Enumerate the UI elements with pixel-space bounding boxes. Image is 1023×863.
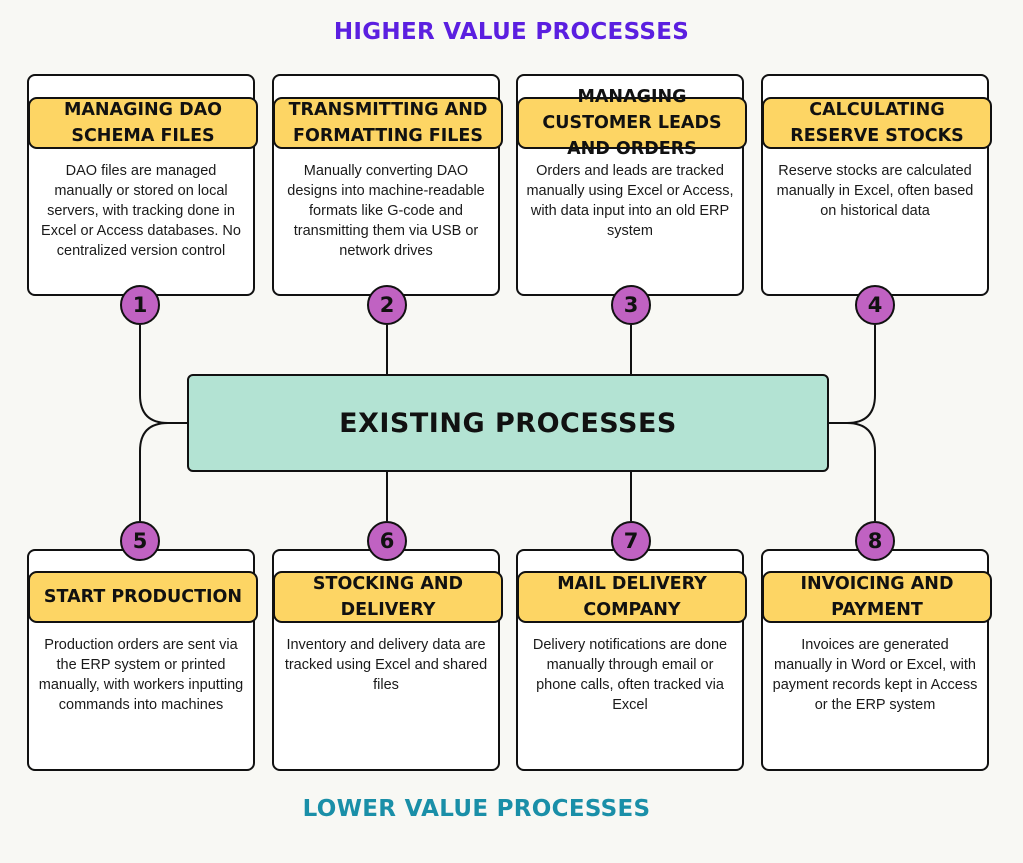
process-card-8: INVOICING AND PAYMENT Invoices are gener… [761, 549, 992, 771]
process-description-2: Manually converting DAO designs into mac… [287, 163, 485, 259]
process-card-3: MANAGING CUSTOMER LEADS AND ORDERS Order… [516, 74, 747, 296]
process-card-4: CALCULATING RESERVE STOCKS Reserve stock… [761, 74, 992, 296]
process-card-7: MAIL DELIVERY COMPANY Delivery notificat… [516, 549, 747, 771]
lower-value-heading: LOWER VALUE PROCESSES [302, 796, 651, 822]
number-badge-4: 4 [855, 285, 895, 325]
process-card-2: TRANSMITTING AND FORMATTING FILES Manual… [272, 74, 503, 296]
connector-8 [828, 422, 876, 521]
process-title-7: MAIL DELIVERY COMPANY [517, 571, 747, 623]
process-description-7: Delivery notifications are done manually… [532, 637, 728, 713]
process-description-3: Orders and leads are tracked manually us… [526, 163, 734, 239]
process-title-1: MANAGING DAO SCHEMA FILES [28, 97, 258, 149]
process-title-2: TRANSMITTING AND FORMATTING FILES [273, 97, 503, 149]
process-card-1: MANAGING DAO SCHEMA FILES DAO files are … [27, 74, 258, 296]
process-title-4: CALCULATING RESERVE STOCKS [762, 97, 992, 149]
process-description-5: Production orders are sent via the ERP s… [38, 637, 244, 713]
connector-4 [828, 325, 876, 424]
existing-processes-box: EXISTING PROCESSES [187, 374, 829, 472]
process-card-6: STOCKING AND DELIVERY Inventory and deli… [272, 549, 503, 771]
number-badge-7: 7 [611, 521, 651, 561]
process-description-6: Inventory and delivery data are tracked … [284, 637, 488, 693]
process-title-3: MANAGING CUSTOMER LEADS AND ORDERS [517, 87, 747, 159]
number-badge-8: 8 [855, 521, 895, 561]
connector-1 [139, 325, 188, 424]
number-badge-6: 6 [367, 521, 407, 561]
higher-value-heading: HIGHER VALUE PROCESSES [333, 19, 690, 45]
process-card-5: START PRODUCTION Production orders are s… [27, 549, 258, 771]
process-description-1: DAO files are managed manually or stored… [41, 163, 241, 259]
process-description-8: Invoices are generated manually in Word … [772, 637, 978, 713]
process-description-4: Reserve stocks are calculated manually i… [776, 163, 974, 219]
connector-5 [139, 422, 188, 521]
process-title-8: INVOICING AND PAYMENT [762, 571, 992, 623]
process-title-5: START PRODUCTION [28, 571, 258, 623]
number-badge-3: 3 [611, 285, 651, 325]
process-title-6: STOCKING AND DELIVERY [273, 571, 503, 623]
number-badge-2: 2 [367, 285, 407, 325]
number-badge-5: 5 [120, 521, 160, 561]
number-badge-1: 1 [120, 285, 160, 325]
